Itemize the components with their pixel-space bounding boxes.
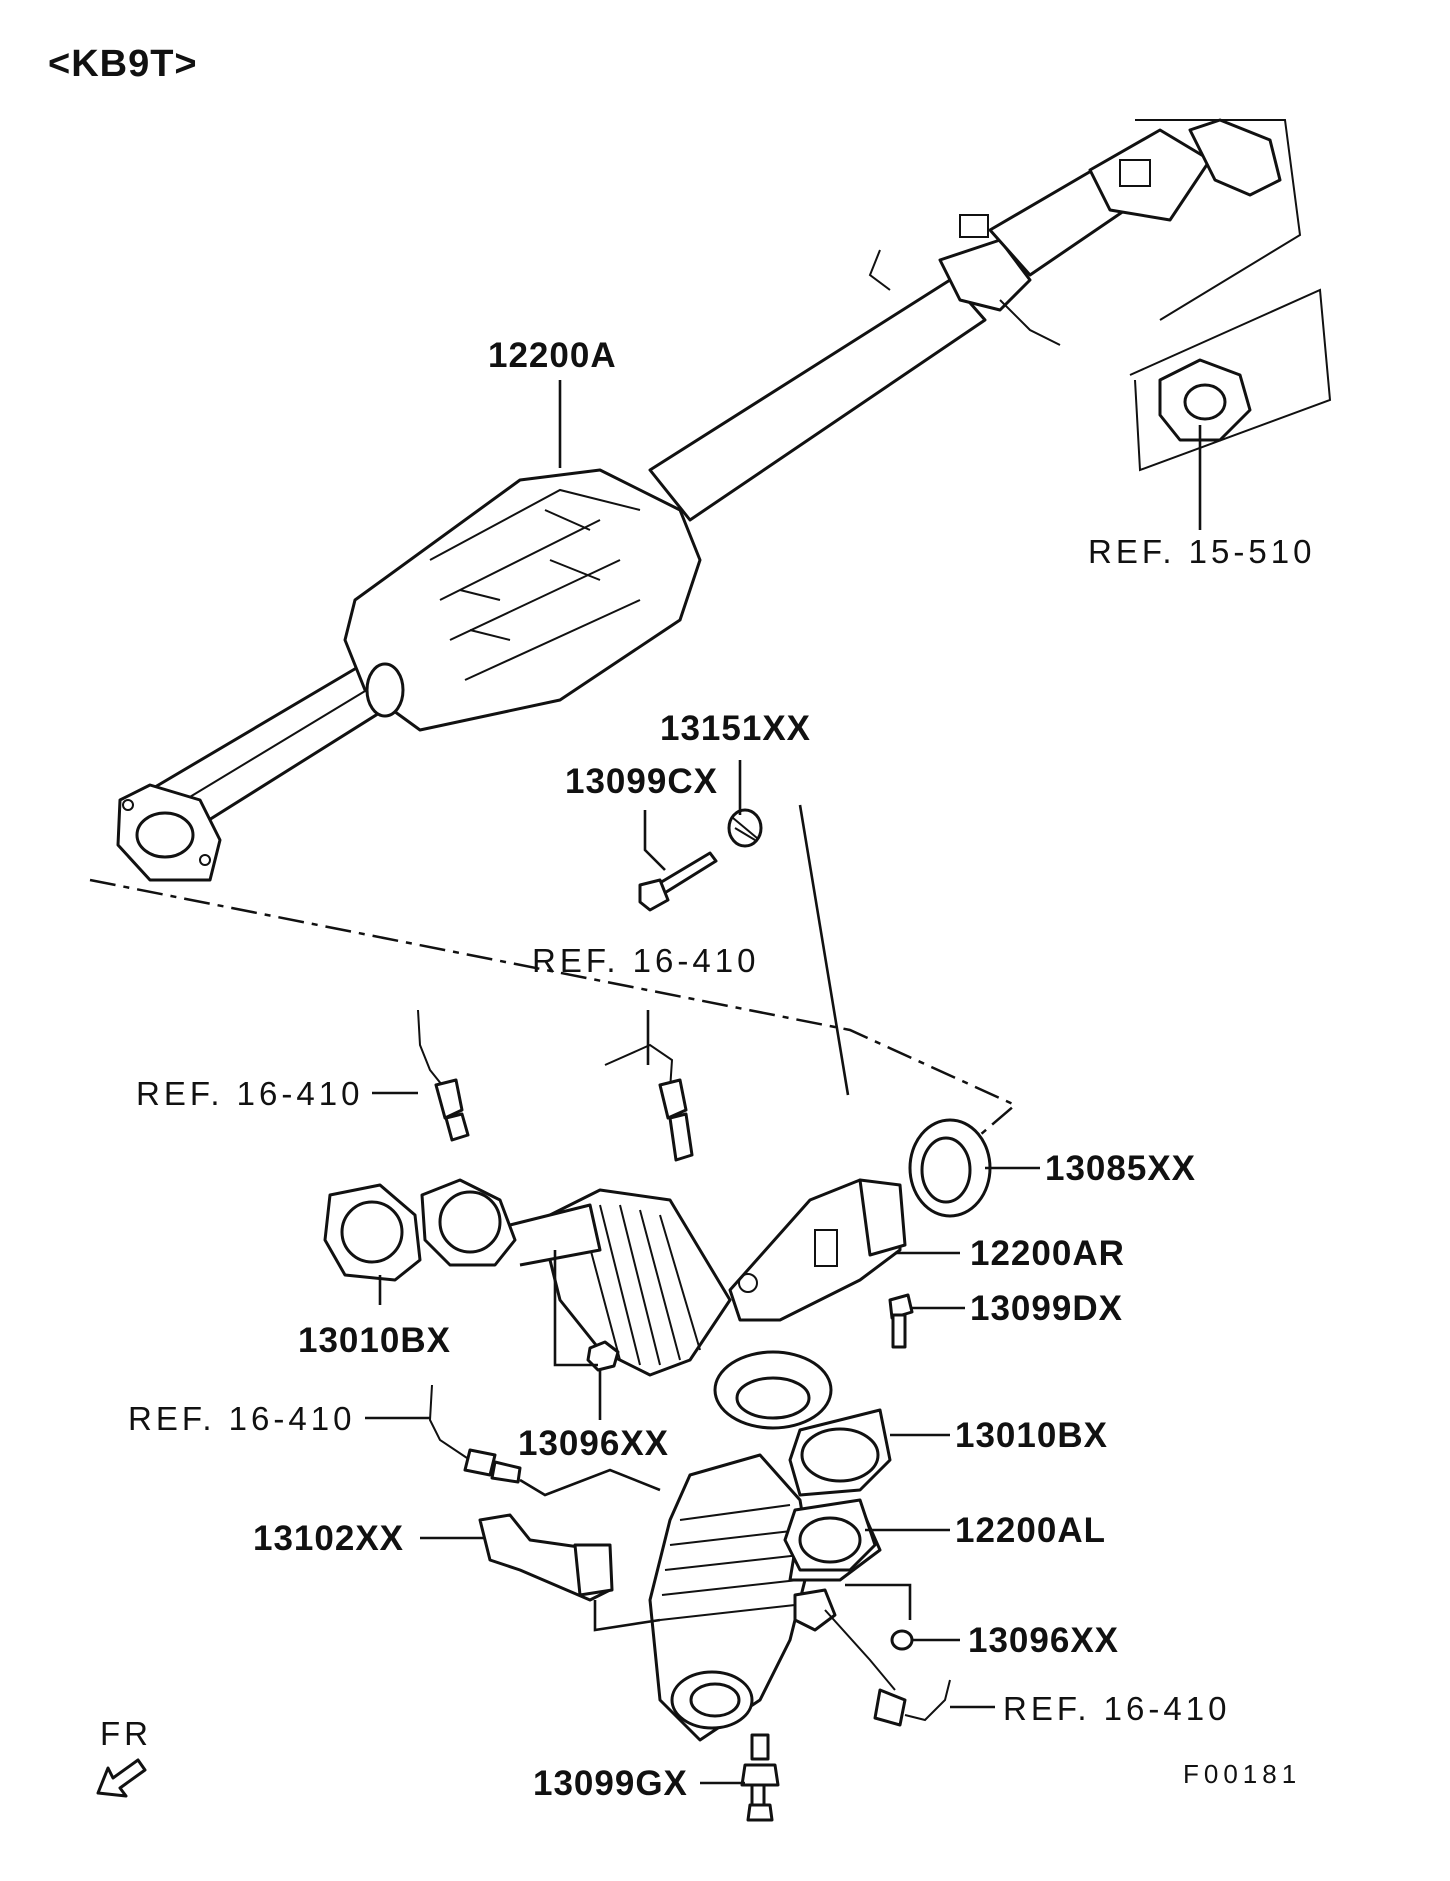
part-label-bolt-lower: 13099GX — [533, 1764, 688, 1803]
leader-lines — [365, 380, 1202, 1785]
part-label-gasket-right: 13010BX — [955, 1416, 1108, 1455]
part-label-gasket-ring: 13151XX — [660, 709, 811, 748]
front-converter-illustration — [323, 1118, 992, 1822]
ref-label-sensor-top: REF. 16-410 — [532, 942, 759, 979]
oxygen-sensors-illustration — [417, 1009, 951, 1727]
part-label-nut-lower: 13096XX — [968, 1621, 1119, 1660]
figure-code: F00181 — [1183, 1759, 1301, 1789]
part-label-front-converter-r: 12200AR — [970, 1234, 1125, 1273]
part-label-ring-gasket: 13085XX — [1045, 1149, 1196, 1188]
front-arrow-icon — [96, 1758, 147, 1798]
ref-label-sensor-bottom-right: REF. 16-410 — [1003, 1690, 1230, 1727]
part-label-nut-upper: 13096XX — [518, 1424, 669, 1463]
part-label-front-converter-l: 12200AL — [955, 1511, 1106, 1550]
ref-label-sensor-left: REF. 16-410 — [136, 1075, 363, 1112]
part-label-bolt-spring: 13099CX — [565, 762, 718, 801]
main-exhaust-pipe-illustration — [116, 118, 1332, 882]
part-label-gasket-left-upper: 13010BX — [298, 1321, 451, 1360]
model-code-title: <KB9T> — [48, 43, 198, 85]
ref-label-sensor-mid-left: REF. 16-410 — [128, 1400, 355, 1437]
spring-bolt-and-seal-illustration — [638, 808, 763, 912]
front-direction-label: FR — [100, 1715, 152, 1752]
part-label-bolt-r: 13099DX — [970, 1289, 1123, 1328]
part-label-bracket: 13102XX — [253, 1519, 404, 1558]
part-label-main-pipe: 12200A — [488, 336, 617, 375]
ref-label-rear: REF. 15-510 — [1088, 533, 1315, 570]
